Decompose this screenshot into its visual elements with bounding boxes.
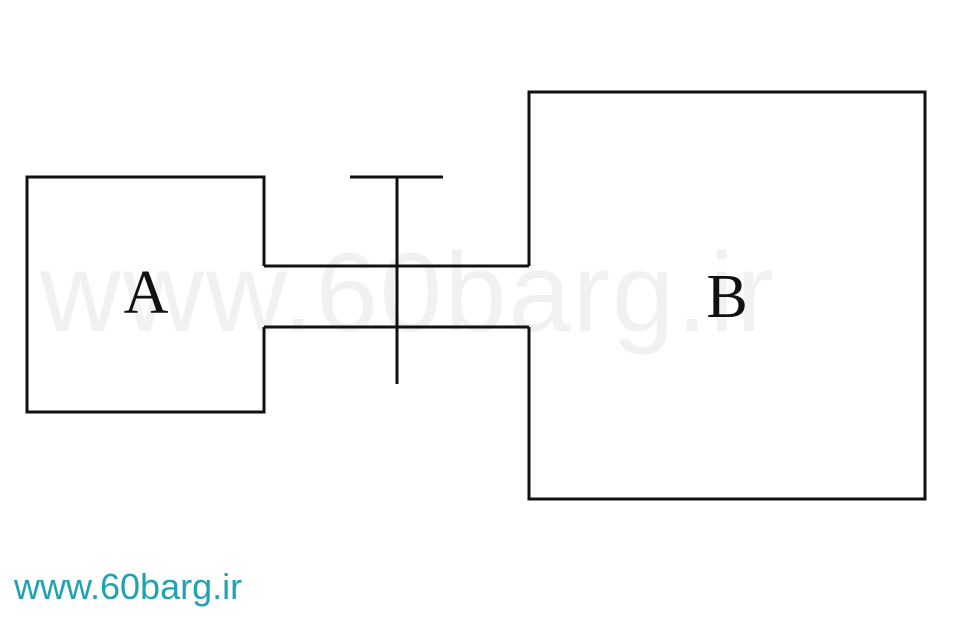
tank-a	[25, 175, 266, 414]
watermark-text: www.60barg.ir	[40, 230, 776, 355]
tank-b	[527, 90, 927, 501]
tank-b-label: B	[706, 263, 747, 331]
pipe-diagram: A B	[25, 90, 927, 501]
footer-url[interactable]: www.60barg.ir	[14, 566, 243, 607]
tank-a-label: A	[124, 259, 169, 327]
valve-icon	[350, 175, 443, 384]
